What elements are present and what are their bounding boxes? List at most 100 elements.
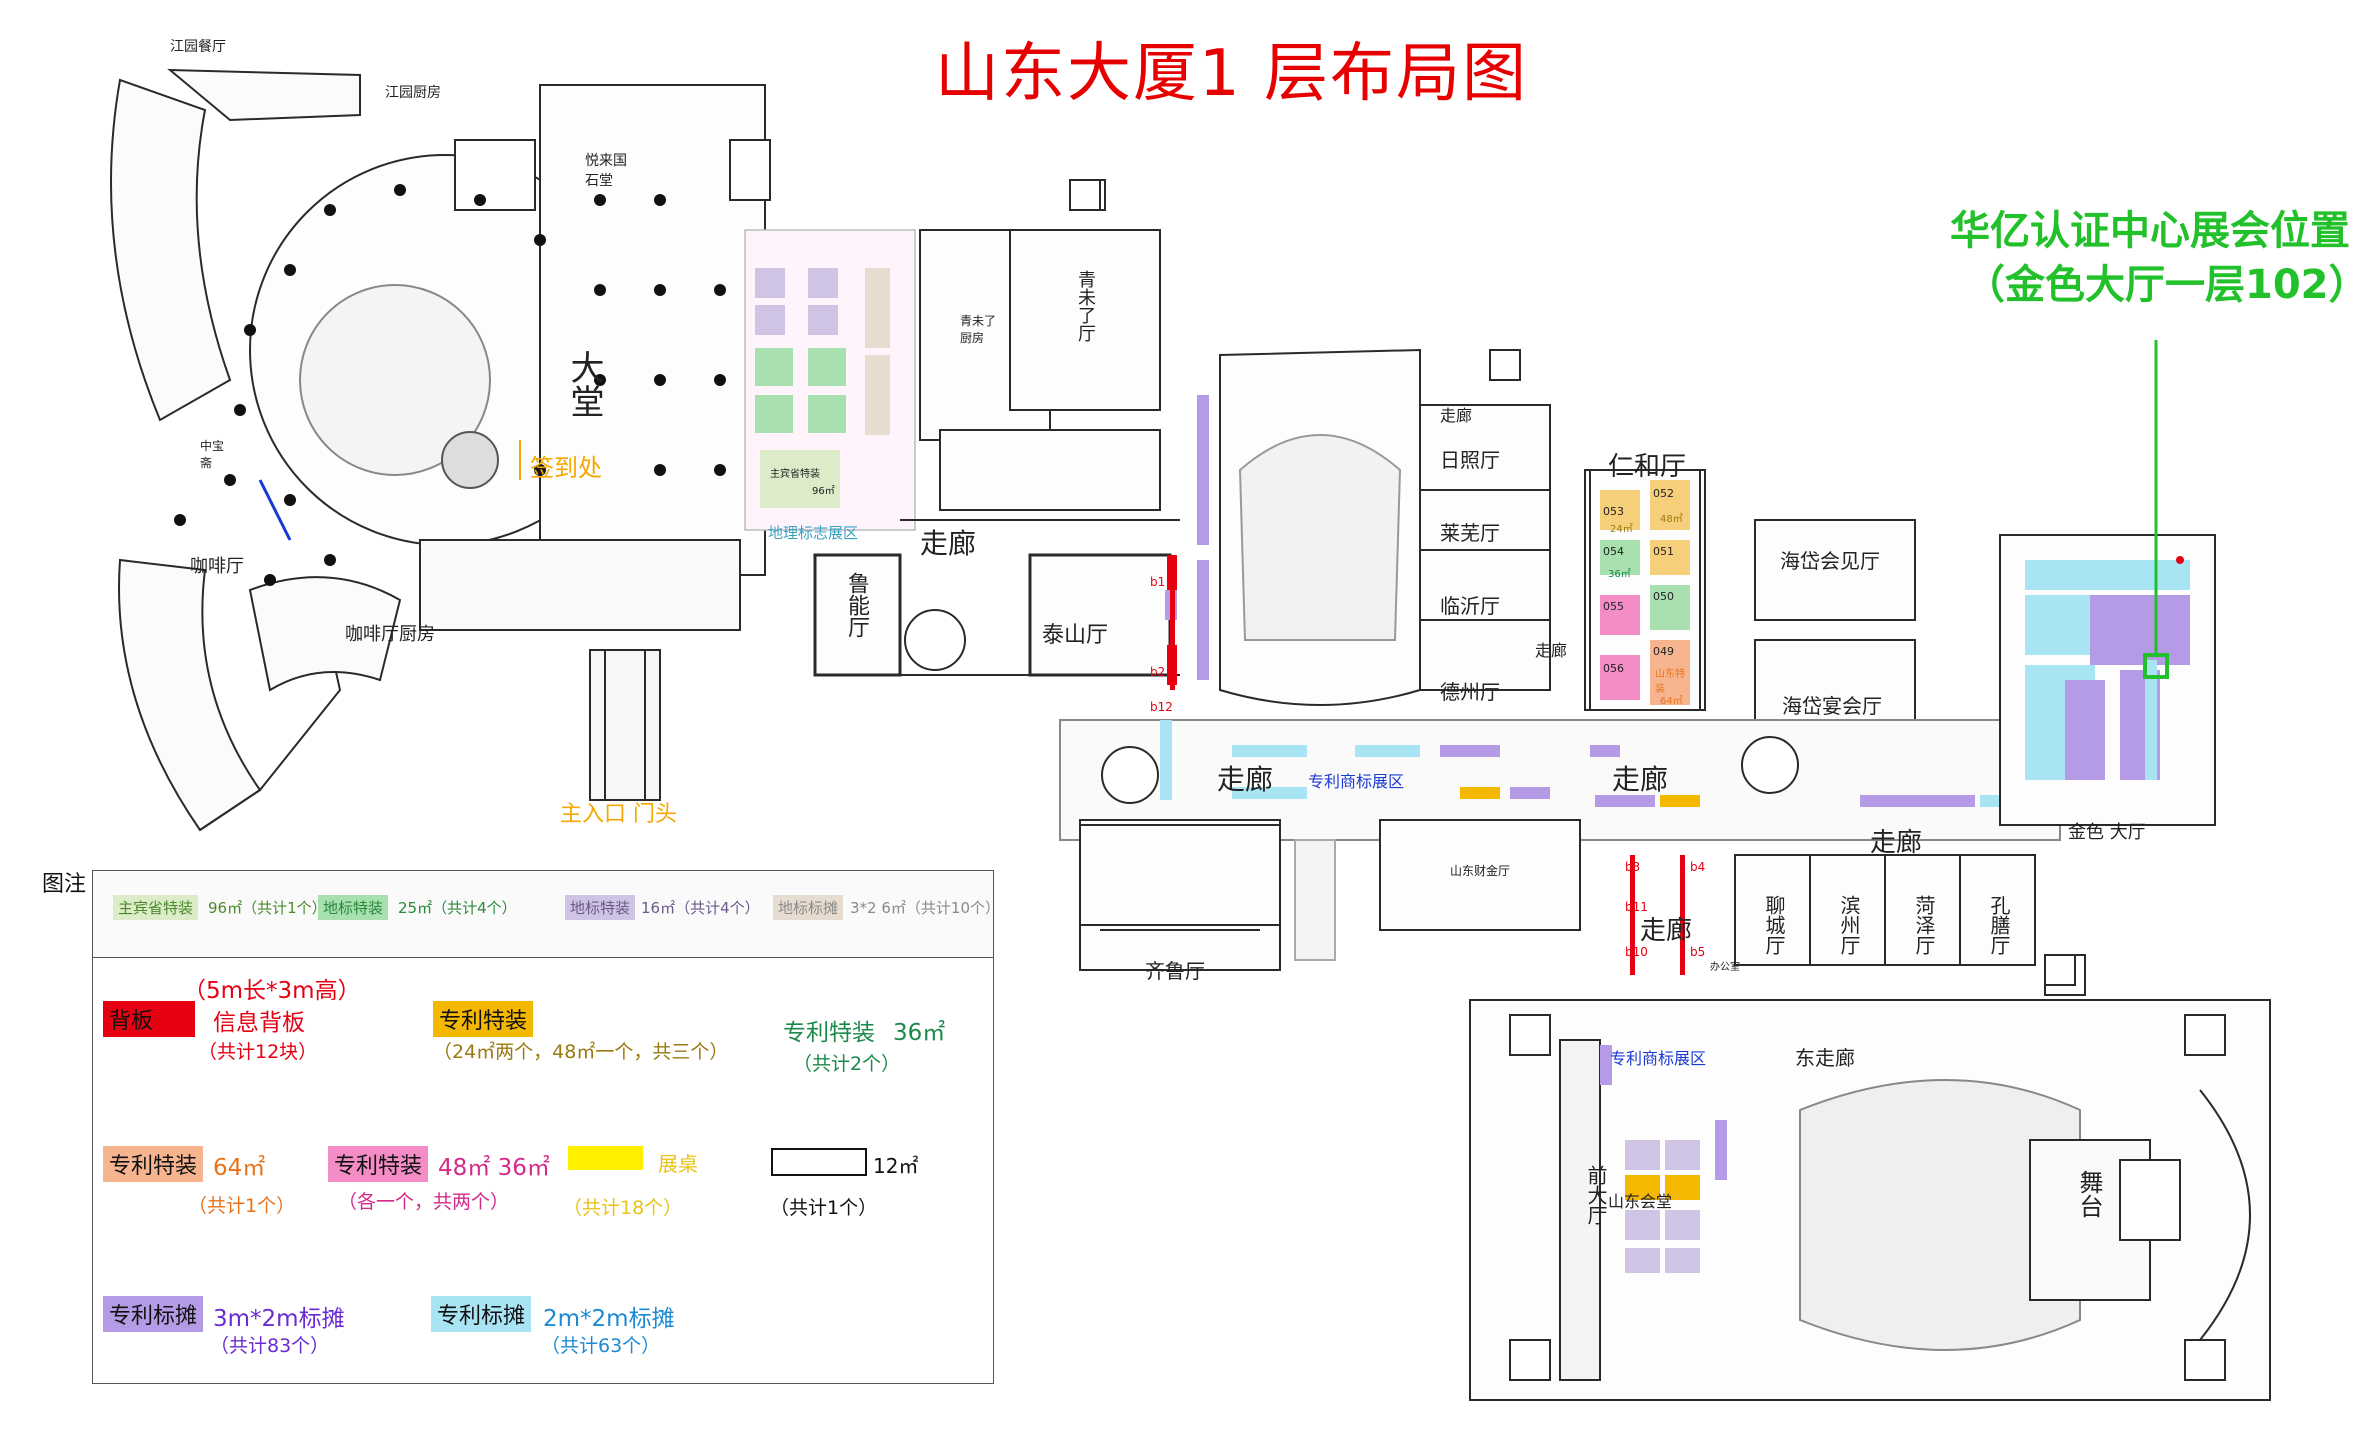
corridor-label-7: 走廊 (1640, 916, 1693, 946)
room-office: 办公室 (1710, 962, 1740, 973)
booth-size-48: 48㎡ (1660, 514, 1683, 525)
legend-std-2x2-count: （共计63个） (541, 1335, 661, 1357)
room-zhongbao: 中宝斋 (200, 439, 225, 470)
backboard-b5: b5 (1690, 945, 1706, 959)
room-laiwu: 莱芜厅 (1440, 521, 1500, 545)
room-coffee: 咖啡厅 (190, 556, 244, 577)
backboard-b2: b2 (1150, 665, 1166, 679)
room-east-corridor: 东走廊 (1795, 1046, 1855, 1070)
room-lobby: 大堂 (564, 350, 604, 418)
room-dezhou: 德州厅 (1440, 680, 1500, 704)
room-heze: 菏泽厅 (1912, 895, 1936, 955)
legend-backboard-label: 信息背板 (213, 1010, 305, 1036)
legend-backboard-count: （共计12块） (198, 1041, 318, 1063)
corridor-label-4: 走廊 (1535, 641, 1568, 660)
legend-std-3x2-text: 3m*2m标摊 (213, 1306, 345, 1332)
trademark-zone-label-2: 专利商标展区 (1610, 1049, 1707, 1068)
legend-chip-main-guest: 主宾省特装 (113, 895, 199, 920)
corridor-label-2: 走廊 (1217, 763, 1274, 796)
legend-std-2x2-text: 2m*2m标摊 (543, 1306, 675, 1332)
trademark-zone-label: 专利商标展区 (1308, 772, 1405, 791)
callout-location-detail: （金色大厅一层102） (1965, 262, 2369, 308)
room-haidai-banquet: 海岱宴会厅 (1782, 694, 1882, 718)
room-golden-hall: 金色 大厅 (2068, 822, 2146, 843)
signin-desk: 签到处 (530, 454, 602, 482)
room-renhe: 仁和厅 (1608, 452, 1687, 482)
room-jiangyuan-restaurant: 江园餐厅 (170, 39, 226, 55)
room-kongpeng: 孔膳厅 (1987, 895, 2011, 955)
legend-patent-48-count: （各一个，共两个） (338, 1191, 510, 1213)
legend-backboard-chip: 背板 (103, 1001, 195, 1037)
legend-patent-64-size: 64㎡ (213, 1155, 266, 1181)
legend-text-geo-std: 3*2 6㎡（共计10个） (850, 899, 1000, 917)
room-haidai-meeting: 海岱会见厅 (1780, 549, 1880, 573)
booth-055: 055 (1603, 600, 1624, 613)
backboard-b11: b11 (1625, 900, 1648, 914)
legend-patent-48-size: 48㎡ 36㎡ (438, 1155, 550, 1181)
zhongbao-blue-line (258, 479, 292, 541)
legend-box12-swatch (771, 1148, 867, 1176)
legend-chip-geo-std: 地标标摊 (773, 895, 844, 920)
lobby-columns (174, 184, 726, 586)
legend-chip-geo-25: 地标特装 (318, 895, 389, 920)
legend-text-geo-25: 25㎡（共计4个） (398, 899, 517, 917)
booth-size-36: 36㎡ (1608, 569, 1631, 580)
booth-051: 051 (1653, 545, 1674, 558)
qilu-block (1079, 824, 1281, 926)
booth-shandong-special: 山东特装 (1655, 669, 1685, 695)
legend-patent-64-count: （共计1个） (188, 1195, 296, 1217)
backboard-b10: b10 (1625, 945, 1648, 959)
red-backboards (1170, 570, 1685, 975)
geo-zone-label: 地理标志展区 (768, 524, 859, 542)
geo-zone (744, 229, 916, 531)
room-auditorium: 山东会堂 (1608, 1192, 1673, 1211)
booth-size-24: 24㎡ (1610, 524, 1633, 535)
legend-text-geo-16: 16㎡（共计4个） (641, 899, 760, 917)
main-guest-size: 96㎡ (812, 486, 835, 497)
booth-050: 050 (1653, 590, 1674, 603)
legend-heading: 图注 (42, 872, 87, 897)
corridor-label-1: 走廊 (920, 527, 977, 560)
room-yuelai: 悦来国石堂 (585, 153, 627, 189)
legend-patent-36-size: 36㎡ (893, 1020, 946, 1046)
backboard-b3: b3 (1625, 860, 1641, 874)
legend-backboard-dim: （5m长*3m高） (183, 978, 361, 1004)
auditorium-booths (1600, 1045, 1727, 1273)
legend-patent-36-label: 专利特装 (783, 1020, 875, 1046)
legend-patent-64-chip: 专利特装 (103, 1146, 204, 1182)
booth-056: 056 (1603, 662, 1624, 675)
room-coffee-kitchen: 咖啡厅厨房 (345, 624, 435, 645)
corridor-label-6: 走廊 (1870, 828, 1923, 858)
main-guest-booth: 主宾省特装 (770, 469, 820, 480)
room-rizhao: 日照厅 (1440, 448, 1500, 472)
booth-053: 053 (1603, 505, 1624, 518)
legend-top-row: 主宾省特装 96㎡（共计1个） 地标特装 25㎡（共计4个） 地标特装 16㎡（… (93, 871, 1000, 958)
room-qilu: 齐鲁厅 (1145, 959, 1205, 983)
mid-walls (813, 179, 1180, 677)
backboard-b12: b12 (1150, 700, 1173, 714)
booth-size-64: 64㎡ (1660, 696, 1683, 707)
room-qingmo-kitchen: 青未了厨房 (960, 314, 997, 345)
room-linyi: 临沂厅 (1440, 594, 1500, 618)
booth-054: 054 (1603, 545, 1624, 558)
backboard-b1: b1 (1150, 575, 1166, 589)
page-title: 山东大厦1 层布局图 (935, 37, 1529, 111)
main-entrance: 主入口 门头 (560, 802, 677, 827)
golden-hall (1999, 340, 2216, 826)
backboard-b4: b4 (1690, 860, 1706, 874)
legend-std-3x2-count: （共计83个） (210, 1335, 330, 1357)
legend-chip-geo-16: 地标特装 (565, 895, 636, 920)
legend-patent-orange-text: （24㎡两个，48㎡一个，共三个） (433, 1041, 729, 1063)
room-qingmo-hall: 青未了厅 (1075, 270, 1096, 342)
corridor-label-5: 走廊 (1612, 763, 1669, 796)
corridor-label-3: 走廊 (1440, 406, 1473, 425)
booth-052: 052 (1653, 487, 1674, 500)
room-luneng: 鲁能厅 (844, 572, 869, 638)
room-jiangyuan-kitchen: 江园厨房 (385, 85, 441, 101)
legend-box12-label: 12㎡ (873, 1154, 919, 1178)
room-stage: 舞台 (2075, 1170, 2103, 1218)
room-front-hall: 前大厅 (1584, 1165, 1608, 1225)
legend-box12-count: （共计1个） (770, 1197, 878, 1219)
legend-table-label: 展桌 (658, 1152, 698, 1176)
